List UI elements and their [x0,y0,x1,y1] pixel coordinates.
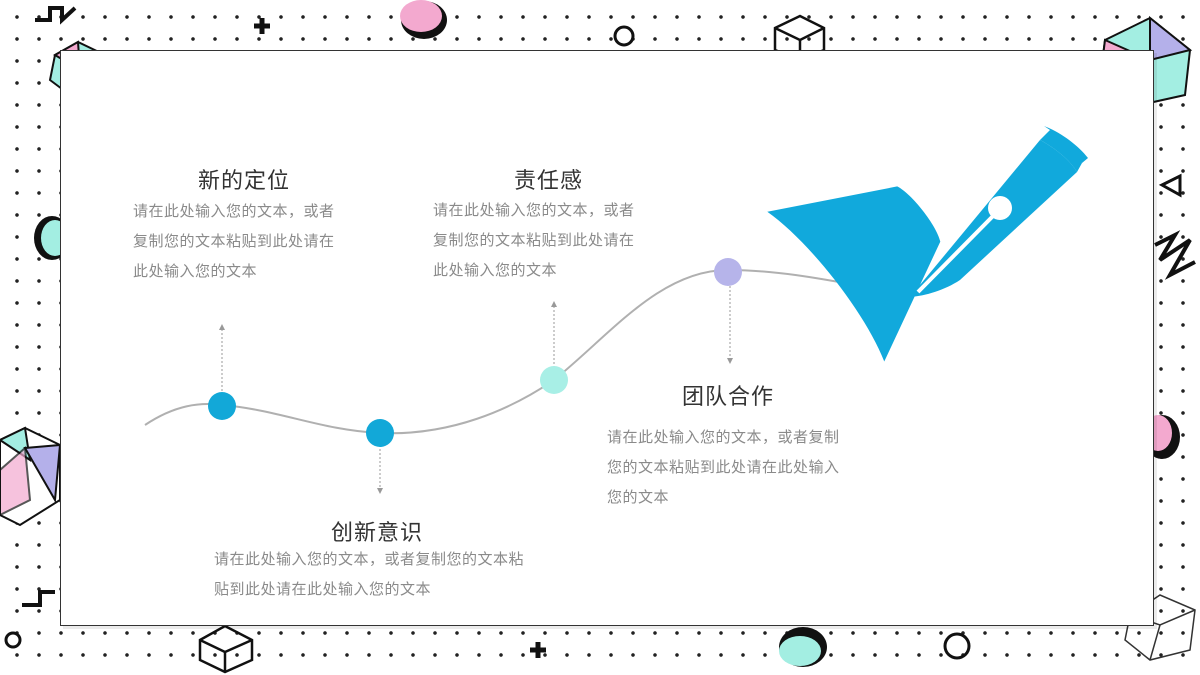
content-card [60,50,1154,626]
milestone-text-3: 请在此处输入您的文本，或者 复制您的文本粘贴到此处请在 此处输入您的文本 [433,195,673,285]
milestone-text-line: 此处输入您的文本 [133,262,258,280]
zigzag-shape-2 [1154,230,1196,280]
milestone-text-line: 您的文本粘贴到此处请在此处输入 [607,458,840,476]
milestone-text-line: 请在此处输入您的文本，或者复制您的文本粘 [214,550,525,568]
milestone-dot-2 [366,419,394,447]
milestone-text-2: 请在此处输入您的文本，或者复制您的文本粘 贴到此处请在此处输入您的文本 [214,544,574,604]
milestone-text-line: 请在此处输入您的文本，或者 [133,202,335,220]
milestone-dot-4 [714,258,742,286]
milestone-text-line: 请在此处输入您的文本，或者 [433,201,635,219]
milestone-title-2: 创新意识 [331,521,424,546]
cross-shape-2 [530,642,546,658]
ring-shape-2 [4,631,22,649]
triangle-shape [1158,173,1182,198]
milestone-text-line: 复制您的文本粘贴到此处请在 [433,231,635,249]
milestone-text-line: 您的文本 [607,488,670,506]
milestone-title-1: 新的定位 [198,169,291,194]
zigzag-shape [35,6,77,25]
zigzag-shape-3 [22,590,55,607]
milestone-title-4: 团队合作 [682,385,775,410]
fountain-pen-nib-icon [767,186,941,362]
milestone-text-4: 请在此处输入您的文本，或者复制 您的文本粘贴到此处请在此处输入 您的文本 [607,422,887,512]
milestone-text-line: 复制您的文本粘贴到此处请在 [133,232,335,250]
cube-shape-2 [198,624,254,674]
pen-nib-shape [910,126,1088,297]
ring-shape [613,25,635,47]
milestone-dot-1 [208,392,236,420]
milestone-text-line: 贴到此处请在此处输入您的文本 [214,580,432,598]
gem-shape-3 [0,426,62,527]
cross-shape [254,18,270,34]
milestone-text-1: 请在此处输入您的文本，或者 复制您的文本粘贴到此处请在 此处输入您的文本 [133,196,373,286]
milestone-dot-3 [540,366,568,394]
timeline-curve [144,268,913,435]
milestone-text-line: 此处输入您的文本 [433,261,558,279]
ring-shape-3 [943,632,971,660]
milestone-title-3: 责任感 [514,169,584,194]
milestone-text-line: 请在此处输入您的文本，或者复制 [607,428,840,446]
